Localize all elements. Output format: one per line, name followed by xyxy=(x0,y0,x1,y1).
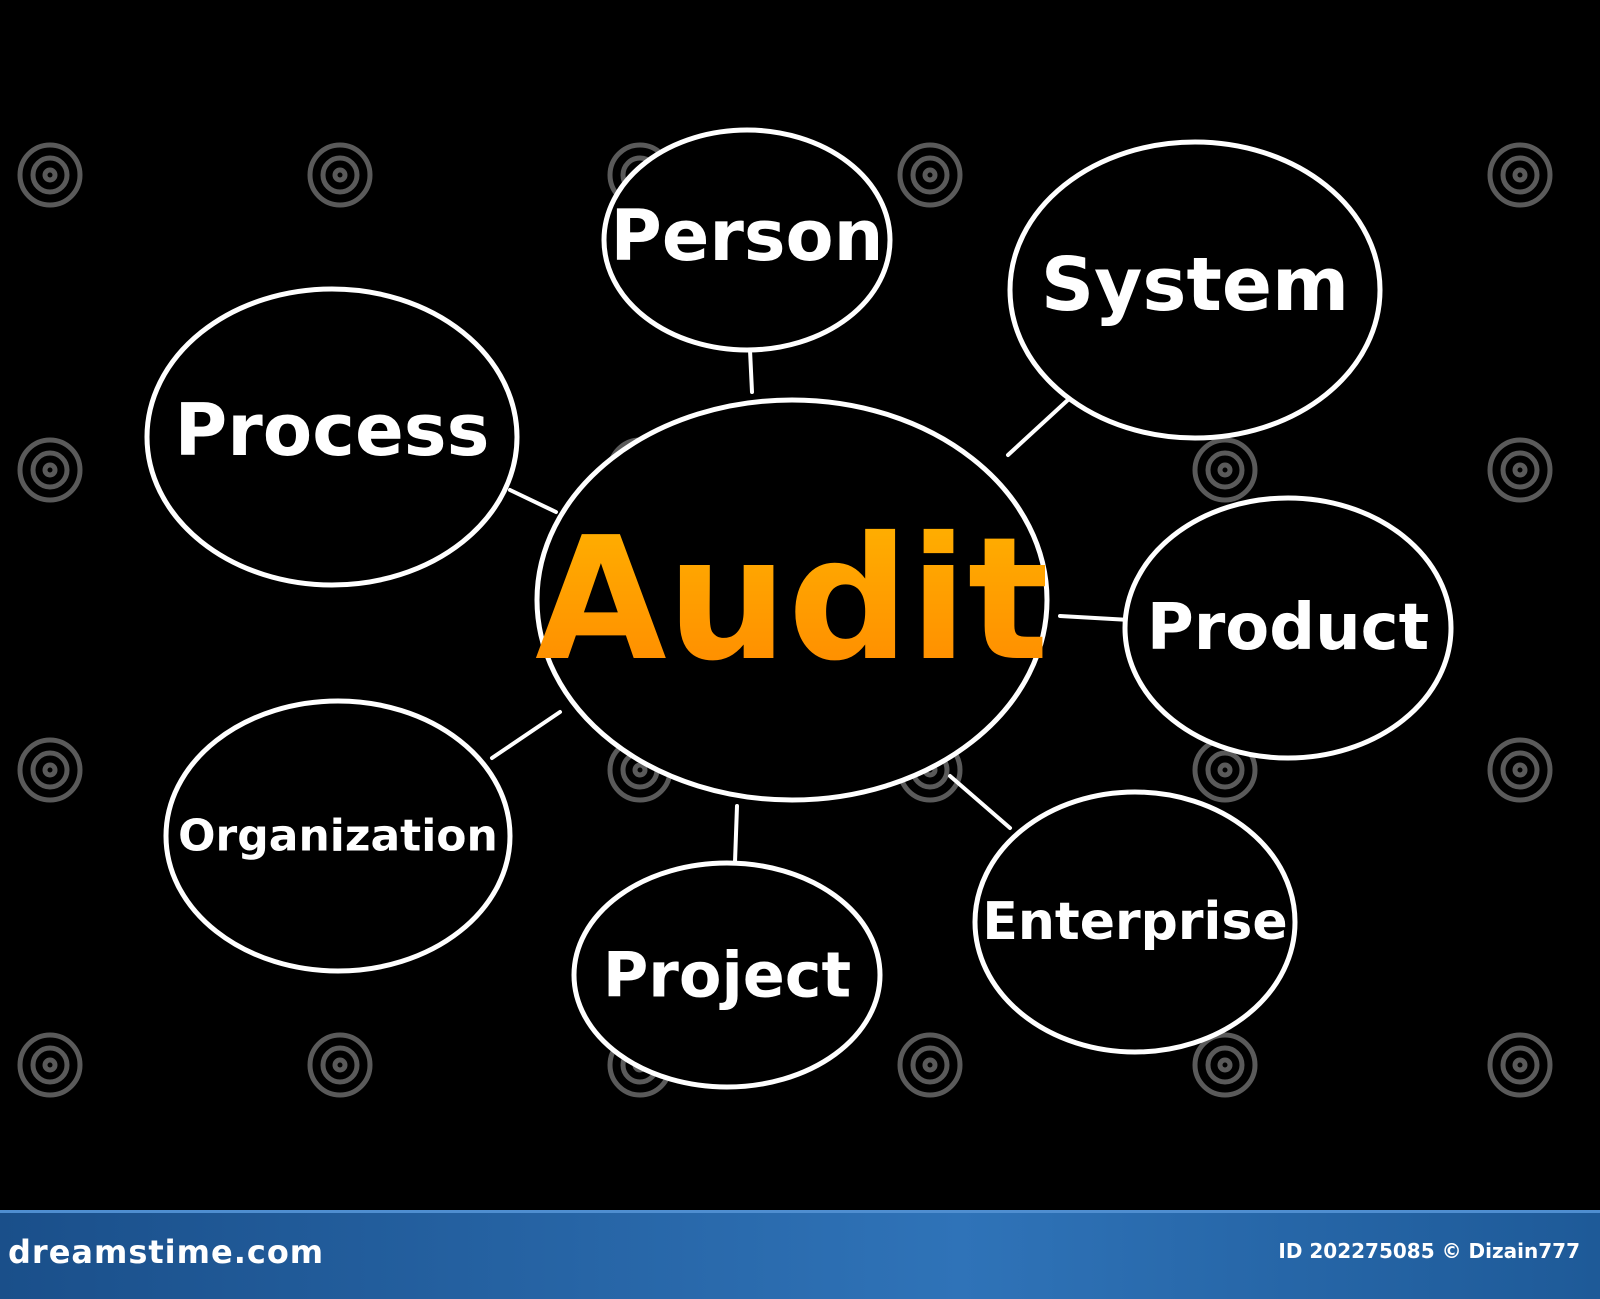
diagram-canvas: Person System Process Product Organizati… xyxy=(17,127,1553,1098)
watermark-spiral-icon xyxy=(17,1032,83,1098)
watermark-spiral-icon xyxy=(17,437,83,503)
connector-product xyxy=(1058,614,1132,622)
node-center: Audit xyxy=(534,397,1050,803)
node-system-outline xyxy=(1007,139,1383,441)
node-enterprise-label: Enterprise xyxy=(982,892,1287,952)
node-person: Person xyxy=(601,127,893,353)
node-organization-outline xyxy=(163,698,513,974)
node-person-label: Person xyxy=(611,195,884,277)
node-system-label: System xyxy=(1041,242,1349,328)
watermark-spiral-icon xyxy=(1192,437,1258,503)
connector-organization xyxy=(490,710,562,760)
mind-map: Person System Process Product Organizati… xyxy=(17,127,1553,1098)
node-process-outline xyxy=(144,286,520,588)
watermark-spiral-icon xyxy=(307,142,373,208)
node-person-outline xyxy=(601,127,893,353)
connector-process xyxy=(508,488,558,514)
node-project-outline xyxy=(571,860,883,1090)
connector-person xyxy=(748,348,754,394)
node-organization-label: Organization xyxy=(178,811,498,862)
footer-image-id: ID 202275085 © Dizain777 xyxy=(1278,1239,1580,1263)
node-system: System xyxy=(1007,139,1383,441)
node-enterprise-outline xyxy=(972,789,1298,1055)
connector-project xyxy=(733,804,739,864)
connectors xyxy=(490,348,1132,864)
node-center-outline xyxy=(534,397,1050,803)
watermark-spiral-icon xyxy=(897,1032,963,1098)
watermark-spiral-icon xyxy=(1487,1032,1553,1098)
node-process: Process xyxy=(144,286,520,588)
watermark-spiral-icon xyxy=(17,737,83,803)
footer-bar: dreamstime.com ID 202275085 © Dizain777 xyxy=(0,1210,1600,1299)
connector-enterprise xyxy=(948,774,1012,830)
watermark-spiral-icon xyxy=(1487,142,1553,208)
footer-site-logo: dreamstime.com xyxy=(8,1233,325,1271)
watermark-spiral-icon xyxy=(17,142,83,208)
watermark-spiral-icon xyxy=(1487,437,1553,503)
center-label: Audit xyxy=(535,501,1049,699)
watermark-spiral-icon xyxy=(1192,1032,1258,1098)
node-product-outline xyxy=(1122,495,1454,761)
watermark-spiral-icon xyxy=(307,1032,373,1098)
node-product: Product xyxy=(1122,495,1454,761)
node-organization: Organization xyxy=(163,698,513,974)
watermark-spiral-icon xyxy=(1487,737,1553,803)
node-process-label: Process xyxy=(175,388,490,472)
node-enterprise: Enterprise xyxy=(972,789,1298,1055)
watermark-spiral-icon xyxy=(897,142,963,208)
node-project-label: Project xyxy=(603,939,851,1012)
node-project: Project xyxy=(571,860,883,1090)
node-product-label: Product xyxy=(1147,591,1429,665)
connector-system xyxy=(1006,396,1072,457)
